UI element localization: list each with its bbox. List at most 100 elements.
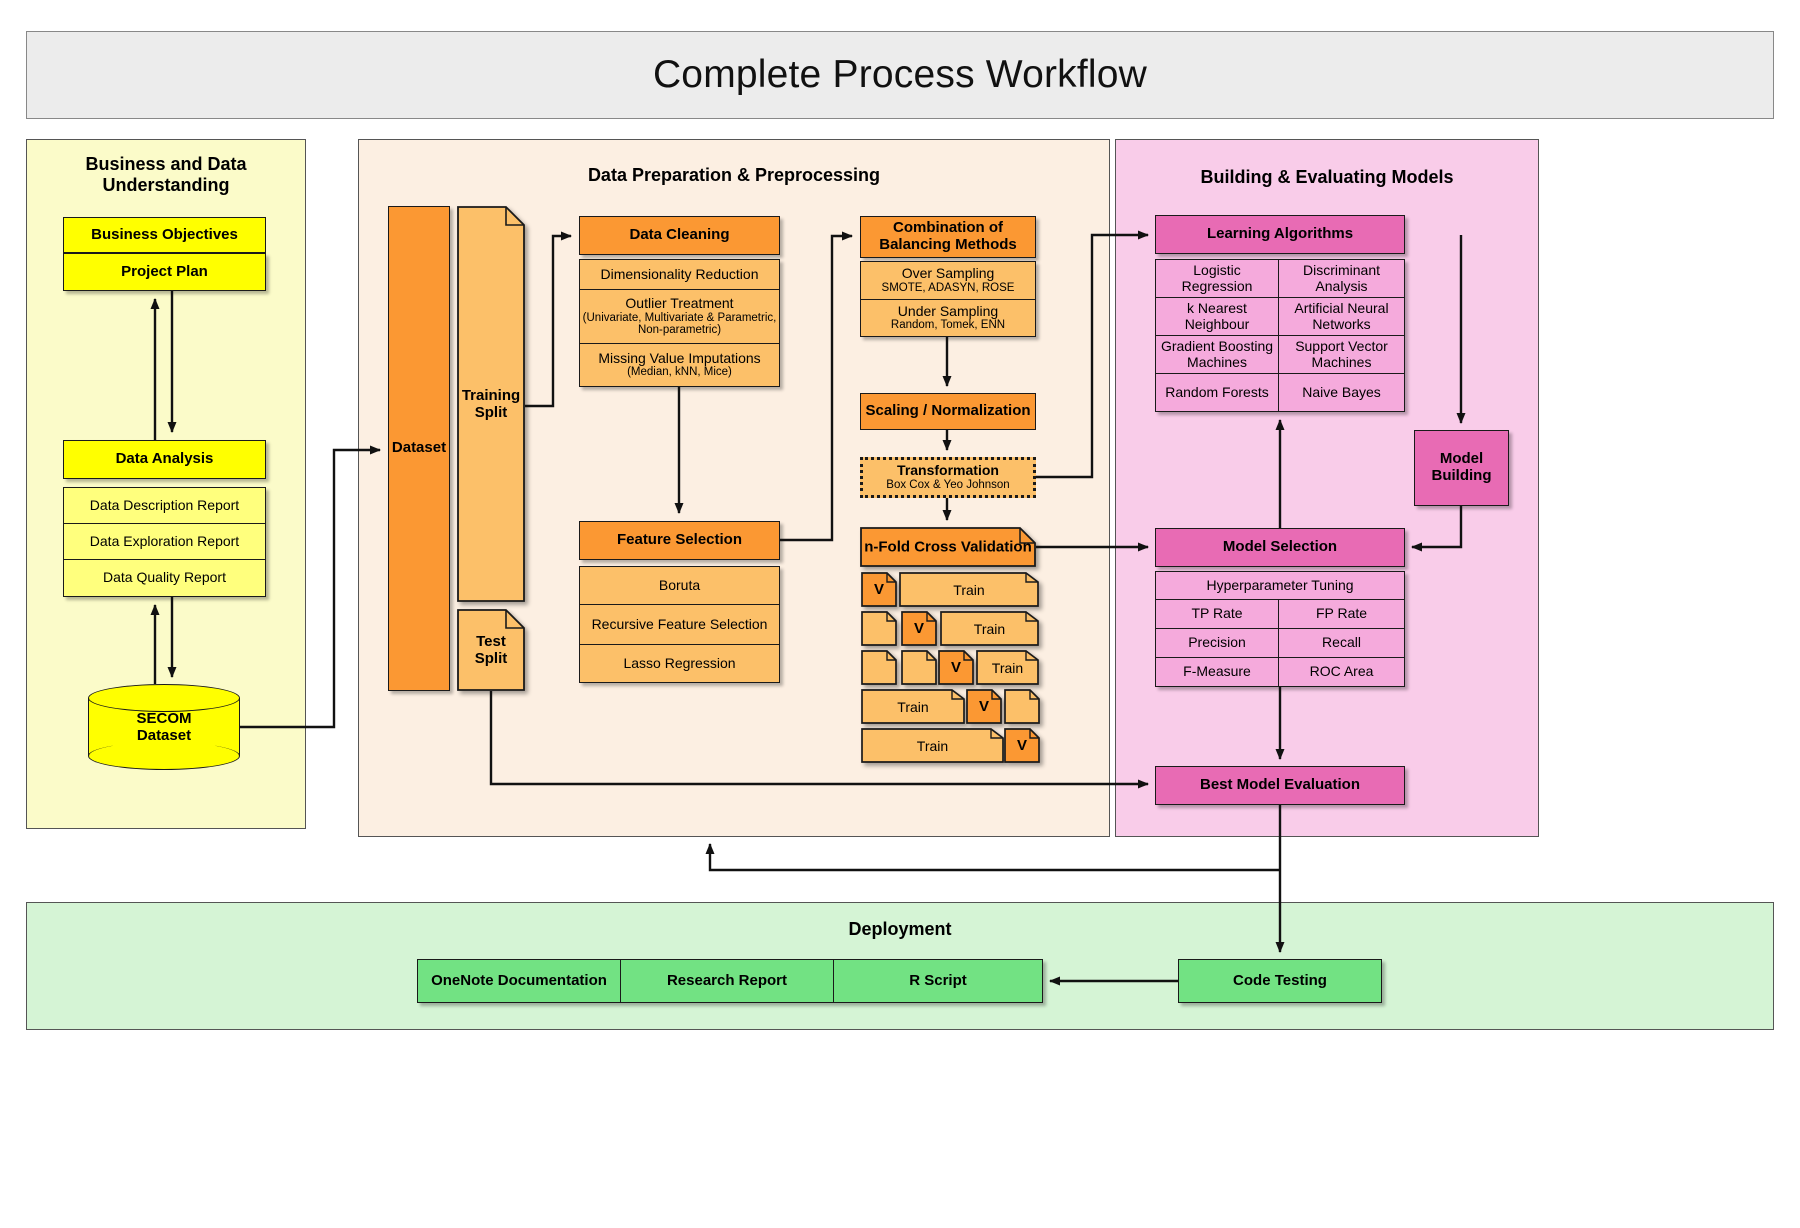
cleaning-missing-value-imputations[interactable]: Missing Value Imputations (Median, kNN, …: [579, 343, 780, 387]
metric-f-measure[interactable]: F-Measure: [1155, 657, 1279, 687]
cv-fold-2-validation[interactable]: V: [901, 611, 937, 646]
cylinder-top: [88, 684, 240, 712]
project-plan-box[interactable]: Project Plan: [63, 253, 266, 291]
cv-fold-3-blank-2[interactable]: [901, 650, 937, 685]
data-analysis-box[interactable]: Data Analysis: [63, 440, 266, 479]
cv-tile-shape: [976, 650, 1039, 685]
transformation-detail: Box Cox & Yeo Johnson: [886, 478, 1010, 491]
model-selection-metrics: Hyperparameter Tuning TP Rate FP Rate Pr…: [1155, 571, 1405, 687]
metric-roc-area[interactable]: ROC Area: [1278, 657, 1405, 687]
cv-fold-4-train[interactable]: Train: [861, 689, 965, 724]
secom-line2: Dataset: [136, 727, 192, 744]
feature-selection-boruta[interactable]: Boruta: [579, 566, 780, 605]
cv-train-label: Train: [897, 698, 929, 715]
balancing-items: Over Sampling SMOTE, ADASYN, ROSE Under …: [860, 261, 1036, 337]
cv-train-label: Train: [973, 620, 1006, 637]
balancing-header-line1: Combination of: [893, 219, 1003, 237]
feature-selection-lasso[interactable]: Lasso Regression: [579, 644, 780, 683]
cleaning-item-label: Dimensionality Reduction: [600, 265, 759, 282]
data-cleaning-items: Dimensionality Reduction Outlier Treatme…: [579, 259, 780, 387]
report-data-exploration[interactable]: Data Exploration Report: [63, 523, 266, 560]
cv-tile-shape: [901, 611, 937, 646]
lane-business-title: Business and Data Understanding: [85, 154, 247, 196]
algorithm-discriminant-analysis[interactable]: Discriminant Analysis: [1278, 259, 1405, 298]
algorithm-gradient-boosting-machines[interactable]: Gradient Boosting Machines: [1155, 335, 1279, 374]
cylinder-bottom: [88, 742, 240, 770]
cv-train-label: Train: [916, 737, 949, 754]
model-building-line1: Model: [1439, 450, 1484, 468]
feature-selection-header[interactable]: Feature Selection: [579, 521, 780, 560]
model-building-box[interactable]: Model Building: [1414, 430, 1509, 506]
deployment-onenote-documentation[interactable]: OneNote Documentation: [417, 959, 621, 1003]
cleaning-outlier-treatment[interactable]: Outlier Treatment (Univariate, Multivari…: [579, 289, 780, 344]
algorithm-k-nearest-neighbour[interactable]: k Nearest Neighbour: [1155, 297, 1279, 336]
balancing-header[interactable]: Combination of Balancing Methods: [860, 216, 1036, 258]
report-data-description[interactable]: Data Description Report: [63, 487, 266, 524]
cv-v-label: V: [950, 659, 961, 676]
learning-algorithms-grid: Logistic Regression Discriminant Analysi…: [1155, 259, 1405, 412]
cv-fold-1-train[interactable]: Train: [899, 572, 1039, 607]
algorithm-artificial-neural-networks[interactable]: Artificial Neural Networks: [1278, 297, 1405, 336]
cv-fold-5-validation[interactable]: V: [1004, 728, 1040, 763]
algorithm-naive-bayes[interactable]: Naive Bayes: [1278, 373, 1405, 412]
transformation-label: Transformation: [897, 462, 999, 479]
secom-dataset-cylinder[interactable]: SECOM Dataset: [88, 684, 240, 770]
test-split-note[interactable]: Test Split: [457, 609, 525, 691]
algorithm-logistic-regression[interactable]: Logistic Regression: [1155, 259, 1279, 298]
cv-fold-3-validation[interactable]: V: [938, 650, 974, 685]
cleaning-item-label: Missing Value Imputations: [598, 349, 761, 366]
metric-recall[interactable]: Recall: [1278, 628, 1405, 658]
lane-dataprep-title: Data Preparation & Preprocessing: [587, 165, 881, 185]
model-selection-header[interactable]: Model Selection: [1155, 528, 1405, 567]
business-reports-group: Data Description Report Data Exploration…: [63, 487, 266, 597]
data-cleaning-header[interactable]: Data Cleaning: [579, 216, 780, 255]
cleaning-dimensionality-reduction[interactable]: Dimensionality Reduction: [579, 259, 780, 290]
cv-fold-4-validation[interactable]: V: [966, 689, 1002, 724]
deployment-research-report[interactable]: Research Report: [620, 959, 834, 1003]
metric-hyperparameter-tuning[interactable]: Hyperparameter Tuning: [1155, 571, 1405, 600]
cv-tile-shape: [861, 650, 897, 685]
training-split-label: Training Split: [457, 387, 525, 422]
wire-deployment-feedback-to-dataprep: [705, 843, 1280, 872]
learning-algorithms-header[interactable]: Learning Algorithms: [1155, 215, 1405, 254]
cv-header-label: n-Fold Cross Validation: [864, 538, 1032, 556]
test-split-shape: [457, 609, 525, 691]
scaling-normalization-box[interactable]: Scaling / Normalization: [860, 393, 1036, 430]
balancing-item-detail: Random, Tomek, ENN: [890, 319, 1006, 332]
feature-selection-items: Boruta Recursive Feature Selection Lasso…: [579, 566, 780, 683]
balancing-item-detail: SMOTE, ADASYN, ROSE: [881, 281, 1015, 294]
balancing-over-sampling[interactable]: Over Sampling SMOTE, ADASYN, ROSE: [860, 261, 1036, 300]
cv-fold-5-train[interactable]: Train: [861, 728, 1004, 763]
best-model-evaluation-box[interactable]: Best Model Evaluation: [1155, 766, 1405, 805]
cv-fold-3-train[interactable]: Train: [976, 650, 1039, 685]
cv-train-label: Train: [991, 659, 1024, 676]
cross-validation-header[interactable]: n-Fold Cross Validation: [860, 527, 1036, 567]
code-testing-box[interactable]: Code Testing: [1178, 959, 1382, 1003]
algorithm-support-vector-machines[interactable]: Support Vector Machines: [1278, 335, 1405, 374]
metric-fp-rate[interactable]: FP Rate: [1278, 599, 1405, 629]
business-objectives-box[interactable]: Business Objectives: [63, 217, 266, 253]
cv-fold-4-blank[interactable]: [1004, 689, 1040, 724]
training-split-note[interactable]: Training Split: [457, 206, 525, 602]
secom-dataset-label: SECOM Dataset: [88, 710, 240, 745]
feature-selection-rfs[interactable]: Recursive Feature Selection: [579, 604, 780, 645]
lane-models-title: Building & Evaluating Models: [1200, 167, 1454, 187]
transformation-box[interactable]: Transformation Box Cox & Yeo Johnson: [860, 457, 1036, 498]
cv-fold-1-validation[interactable]: V: [861, 572, 897, 607]
lane-building-evaluating-models: Building & Evaluating Models: [1115, 139, 1539, 837]
algorithm-random-forests[interactable]: Random Forests: [1155, 373, 1279, 412]
cv-tile-shape: [901, 650, 937, 685]
report-data-quality[interactable]: Data Quality Report: [63, 559, 266, 597]
cv-fold-3-blank-1[interactable]: [861, 650, 897, 685]
cv-fold-2-blank[interactable]: [861, 611, 897, 646]
balancing-under-sampling[interactable]: Under Sampling Random, Tomek, ENN: [860, 299, 1036, 337]
deployment-r-script[interactable]: R Script: [833, 959, 1043, 1003]
dataset-bar[interactable]: Dataset: [388, 206, 450, 691]
metric-tp-rate[interactable]: TP Rate: [1155, 599, 1279, 629]
cv-v-label: V: [913, 620, 924, 637]
test-split-line1: Test: [476, 632, 506, 650]
training-split-line1: Training: [461, 386, 521, 404]
cv-fold-2-train[interactable]: Train: [940, 611, 1039, 646]
metric-precision[interactable]: Precision: [1155, 628, 1279, 658]
training-split-line2: Split: [474, 404, 508, 421]
